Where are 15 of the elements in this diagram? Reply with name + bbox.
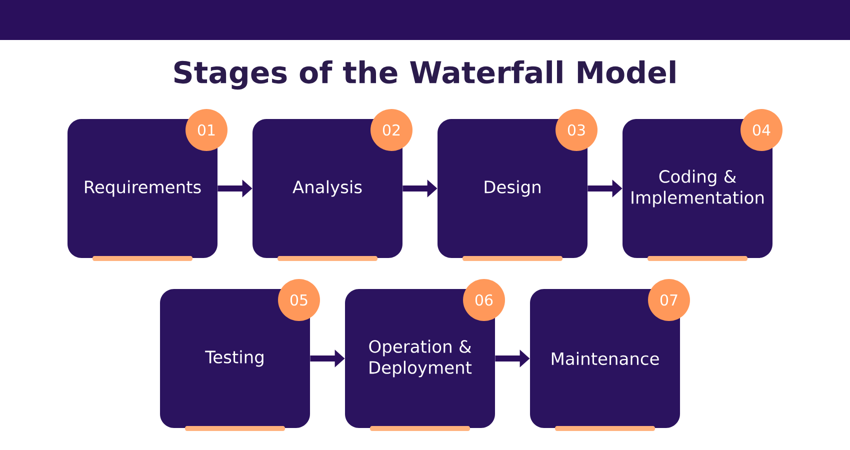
- number-badge: 07: [648, 279, 690, 321]
- stage-label: Maintenance: [552, 352, 659, 366]
- number-badge: 06: [463, 279, 505, 321]
- stage-label: Design: [484, 180, 540, 197]
- title: Stages of the Waterfall Model: [174, 60, 676, 90]
- number-badge: 03: [556, 109, 598, 151]
- number-badge: 04: [740, 109, 782, 151]
- stage-label: Testing: [205, 350, 264, 367]
- number-badge: 05: [278, 279, 320, 321]
- stage-label: Analysis: [292, 180, 362, 197]
- number-badge: 02: [370, 109, 412, 151]
- number-badge: 01: [186, 109, 228, 151]
- stage-label: Operation & Deployment: [369, 340, 472, 378]
- stage-label: Requirements: [85, 180, 201, 197]
- stage-label: Coding & Implementation: [632, 170, 764, 208]
